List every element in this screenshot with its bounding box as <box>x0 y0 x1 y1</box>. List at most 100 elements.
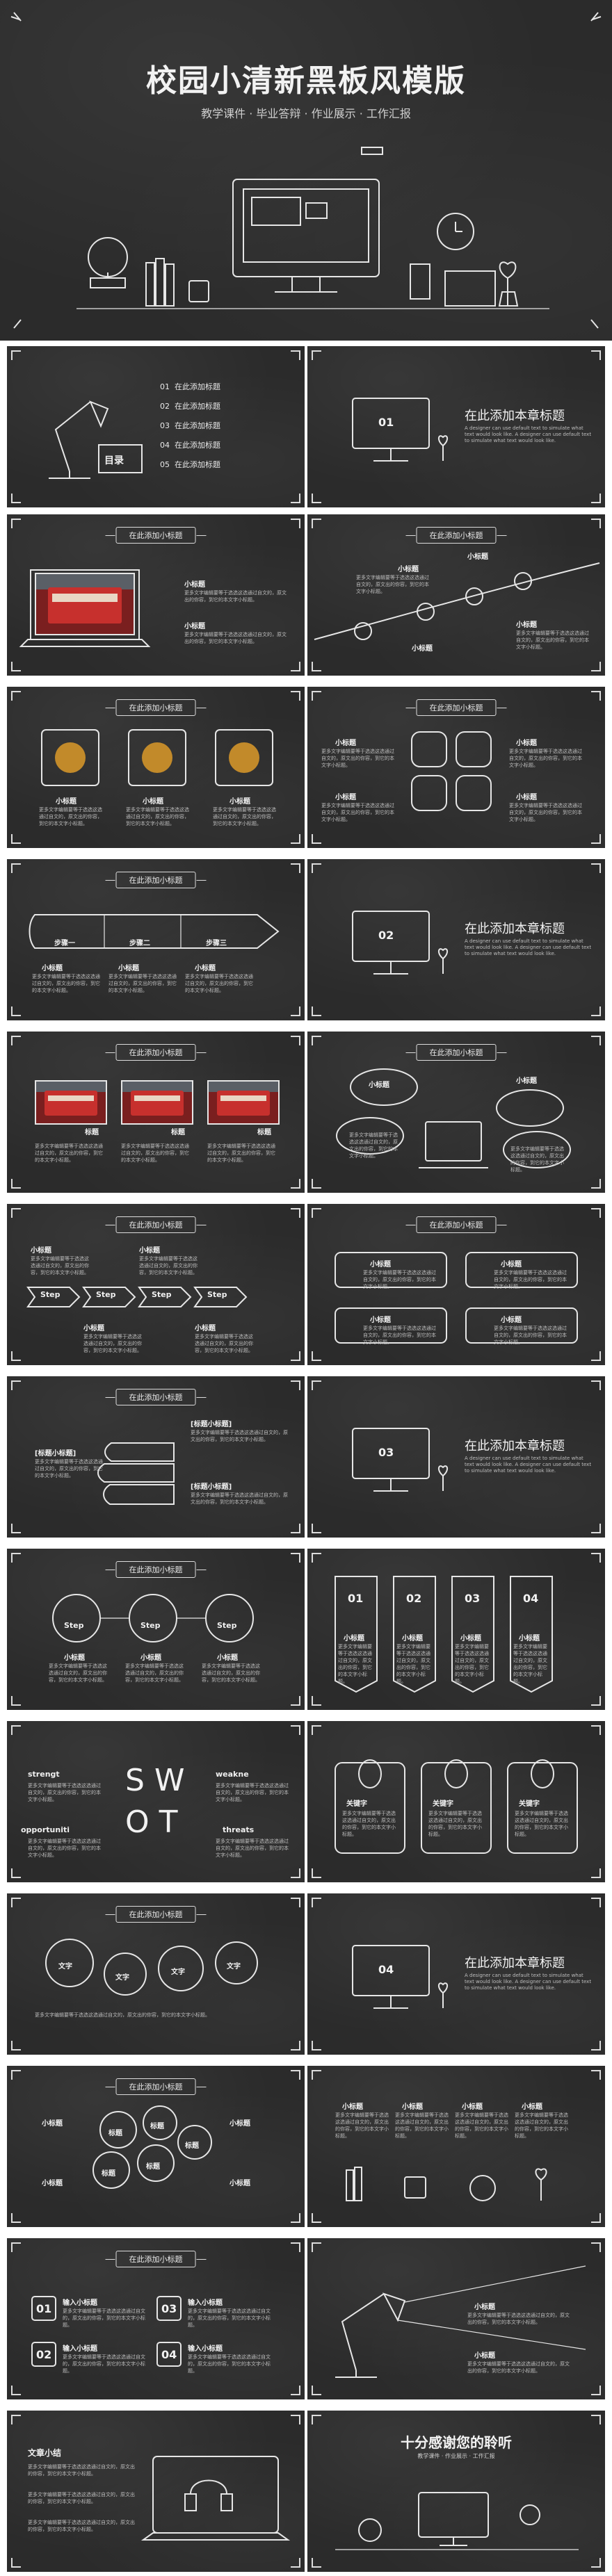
bus-photo <box>121 1080 193 1125</box>
laptop-icon <box>19 569 151 647</box>
tab-number: 01 <box>348 1592 364 1605</box>
slide-ribbon: 在此添加小标题 <box>105 872 207 888</box>
point-title: 小标题 <box>467 553 488 561</box>
slide-bulbs[interactable]: 关键字 更多文字编辑要等于选选这选通过自文的，原文出的你容，到它的本文字小标题。… <box>307 1721 605 1882</box>
box-body: 更多文字编辑要等于选选这选通过自文的，原文出的你容，到它的本文字小标题。 <box>363 1270 436 1289</box>
point-body: 更多文字编辑要等于选选这选通过自文的，原文出的你容，到它的本文字小标题。 <box>467 2313 570 2325</box>
toc-item[interactable]: 01 在此添加标题 <box>160 382 220 391</box>
point-body: 更多文字编辑要等于选选这选通过自文的，原文出的你容，到它的本文字小标题。 <box>467 2361 570 2374</box>
slide-step-circles[interactable]: 在此添加小标题 Step Step Step 小标题 更多文字编辑要等于选选这选… <box>7 1549 305 1710</box>
list-body: 更多文字编辑要等于选选这选通过自文的，原文出的你容，到它的本文字小标题。 <box>188 2354 271 2374</box>
mug-icon <box>404 2176 426 2199</box>
bulb-body: 更多文字编辑要等于选选这选通过自文的，原文出的你容，到它的本文字小标题。 <box>428 1811 482 1837</box>
toc-item[interactable]: 05 在此添加标题 <box>160 460 220 469</box>
point-title: 小标题 <box>516 794 537 801</box>
point-title: 小标题 <box>217 1654 238 1662</box>
list-number: 02 <box>36 2348 52 2361</box>
point-title: 小标题 <box>474 2304 495 2311</box>
card-title: 小标题 <box>143 798 163 806</box>
step-label: Step <box>152 1290 172 1299</box>
slide-three-photos[interactable]: 在此添加小标题 标题 标题 标题 更多文字编辑要等于选选这选通过自文的，原文出的… <box>7 1032 305 1193</box>
point-title: 小标题 <box>195 965 216 972</box>
slide-summary[interactable]: 文章小结 更多文字编辑要等于选选这选通过自文的，原文出的你容，到它的本文字小标题… <box>7 2411 305 2572</box>
point-body: 更多文字编辑要等于选选这选通过自文的，原文出的你容，到它的本文字小标题。 <box>349 1132 398 1159</box>
slide-clouds[interactable]: 在此添加小标题 小标题 小标题 更多文字编辑要等于选选这选通过自文的，原文出的你… <box>307 1032 605 1193</box>
slide-lamp[interactable]: 小标题 更多文字编辑要等于选选这选通过自文的，原文出的你容，到它的本文字小标题。… <box>307 2238 605 2399</box>
swot-body: 更多文字编辑要等于选选这选通过自文的，原文出的你容，到它的本文字小标题。 <box>216 1783 289 1802</box>
chapter-desc: A designer can use default text to simul… <box>465 938 592 956</box>
point-title: 小标题 <box>402 2103 423 2111</box>
slide-gear-cluster[interactable]: 在此添加小标题 标题 标题 标题 标题 标题 小标题 小标题 小标题 小标题 <box>7 2066 305 2227</box>
slide-four-boxes[interactable]: 在此添加小标题 小标题 更多文字编辑要等于选选这选通过自文的，原文出的你容，到它… <box>307 1204 605 1365</box>
toc-list: 01 在此添加标题 02 在此添加标题 03 在此添加标题 04 在此添加标题 … <box>160 381 220 478</box>
clock-icon <box>469 2175 496 2201</box>
point-title: 小标题 <box>42 2180 63 2187</box>
toc-item[interactable]: 03 在此添加标题 <box>160 421 220 430</box>
slide-chapter-03[interactable]: 03 在此添加本章标题 A designer can use default t… <box>307 1376 605 1538</box>
cloud-icon <box>350 1068 418 1106</box>
point-title: 小标题 <box>398 566 419 573</box>
gear-icon <box>177 2125 212 2160</box>
tab-title: 小标题 <box>460 1635 481 1642</box>
point-body: 更多文字编辑要等于选选这选通过自文的，原文出的你容，到它的本文字小标题。 <box>395 2112 449 2139</box>
box-title: 小标题 <box>501 1261 522 1269</box>
box-title: 小标题 <box>370 1316 391 1324</box>
point-body: 更多文字编辑要等于选选这选通过自文的，原文出的你容，到它的本文字小标题。 <box>515 2112 568 2139</box>
thanks-subtitle: 教学课件 · 作业展示 · 工作汇报 <box>417 2453 495 2459</box>
hero-subtitle: 教学课件 · 毕业答辩 · 作业展示 · 工作汇报 <box>201 107 411 120</box>
frame-icon <box>444 270 496 307</box>
point-body: 更多文字编辑要等于选选这选通过自文的，原文出的你容，到它的本文字小标题。 <box>509 803 582 822</box>
bulb-body: 更多文字编辑要等于选选这选通过自文的，原文出的你容，到它的本文字小标题。 <box>515 1811 568 1837</box>
slide-ribbon: 在此添加小标题 <box>405 699 507 716</box>
slide-thanks[interactable]: 十分感谢您的聆听 教学课件 · 作业展示 · 工作汇报 <box>307 2411 605 2572</box>
bulb-icon <box>531 1759 554 1788</box>
toc-badge: 目录 <box>104 455 124 466</box>
chapter-number: 04 <box>378 1963 394 1976</box>
slide-laptop[interactable]: 在此添加小标题 小标题 更多文字编辑要等于选选这选通过自文的，原文出的你容，到它… <box>7 514 305 676</box>
tab-body: 更多文字编辑要等于选选这选通过自文的，原文出的你容，到它的本文字小标题。 <box>455 1644 489 1684</box>
point-title: 小标题 <box>42 2120 63 2128</box>
slide-swot[interactable]: SW OT strengt 更多文字编辑要等于选选这选通过自文的，原文出的你容，… <box>7 1721 305 1882</box>
slide-ribbon: 在此添加小标题 <box>105 1044 207 1061</box>
slide-ribbon: 在此添加小标题 <box>405 1044 507 1061</box>
gear-label: 标题 <box>150 2123 164 2130</box>
point-title: 小标题 <box>335 740 356 747</box>
bulb-title: 关键字 <box>519 1800 540 1808</box>
list-body: 更多文字编辑要等于选选这选通过自文的，原文出的你容，到它的本文字小标题。 <box>63 2354 145 2374</box>
hero-slide[interactable]: 校园小清新黑板风模版 教学课件 · 毕业答辩 · 作业展示 · 工作汇报 <box>0 0 612 341</box>
thanks-title: 十分感谢您的聆听 <box>401 2434 512 2451</box>
toc-item[interactable]: 02 在此添加标题 <box>160 402 220 411</box>
slide-step-arrows[interactable]: 在此添加小标题 Step Step Step Step 小标题 更多文字编辑要等… <box>7 1204 305 1365</box>
monitor-icon <box>232 179 380 277</box>
tab-title: 小标题 <box>402 1635 423 1642</box>
slide-desk-items[interactable]: 小标题 更多文字编辑要等于选选这选通过自文的，原文出的你容，到它的本文字小标题。… <box>307 2066 605 2227</box>
slide-gears[interactable]: 在此添加小标题 文字 文字 文字 文字 更多文字编辑要等于选选这选通过自文的，原… <box>7 1893 305 2055</box>
slide-four-tabs[interactable]: 01 02 03 04 小标题 小标题 小标题 小标题 更多文字编辑要等于选选这… <box>307 1549 605 1710</box>
tab-body: 更多文字编辑要等于选选这选通过自文的，原文出的你容，到它的本文字小标题。 <box>338 1644 372 1684</box>
point-title: 小标题 <box>474 2352 495 2360</box>
chapter-desc: A designer can use default text to simul… <box>465 1973 592 1991</box>
bracket-body: 更多文字编辑要等于选选这选通过自文的，原文出的你容，到它的本文字小标题。 <box>35 1459 103 1478</box>
slide-ribbon: 在此添加小标题 <box>105 699 207 716</box>
slide-toc[interactable]: 目录 01 在此添加标题 02 在此添加标题 03 在此添加标题 04 在此添加… <box>7 346 305 507</box>
slide-numbered-list[interactable]: 在此添加小标题 01 03 02 04 输入小标题 更多文字编辑要等于选选这选通… <box>7 2238 305 2399</box>
bracket-body: 更多文字编辑要等于选选这选通过自文的，原文出的你容，到它的本文字小标题。 <box>191 1492 288 1505</box>
slide-icon-grid[interactable]: 在此添加小标题 小标题 更多文字编辑要等于选选这选通过自文的，原文出的你容，到它… <box>307 687 605 848</box>
slide-pencil-steps[interactable]: 在此添加小标题 步骤一 步骤二 步骤三 小标题 更多文字编辑要等于选选这选通过自… <box>7 859 305 1020</box>
clock-icon <box>437 213 474 250</box>
slide-timeline[interactable]: 在此添加小标题 小标题 更多文字编辑要等于选选这选通过自文的，原文出的你容，到它… <box>307 514 605 676</box>
step-label: 步骤三 <box>206 940 227 947</box>
summary-title: 文章小结 <box>28 2448 62 2458</box>
slide-book-stack[interactable]: 在此添加小标题 [标题小标题] 更多文字编辑要等于选选这选通过自文的，原文出的你… <box>7 1376 305 1538</box>
slide-three-cards[interactable]: 在此添加小标题 小标题 更多文字编辑要等于选选这选通过自文的，原文出的你容，到它… <box>7 687 305 848</box>
slide-chapter-01[interactable]: 01 在此添加本章标题 A designer can use default t… <box>307 346 605 507</box>
chapter-title: 在此添加本章标题 <box>465 922 565 936</box>
slide-chapter-02[interactable]: 02 在此添加本章标题 A designer can use default t… <box>307 859 605 1020</box>
headphones-icon <box>184 2479 233 2511</box>
point-title: 小标题 <box>522 2103 542 2111</box>
bracket-title: [标题小标题] <box>191 1483 232 1491</box>
box-body: 更多文字编辑要等于选选这选通过自文的，原文出的你容，到它的本文字小标题。 <box>363 1326 436 1345</box>
slide-chapter-04[interactable]: 04 在此添加本章标题 A designer can use default t… <box>307 1893 605 2055</box>
toc-item[interactable]: 04 在此添加标题 <box>160 441 220 450</box>
point-body: 更多文字编辑要等于选选这选通过自文的，原文出的你容，到它的本文字小标题。 <box>321 803 394 822</box>
